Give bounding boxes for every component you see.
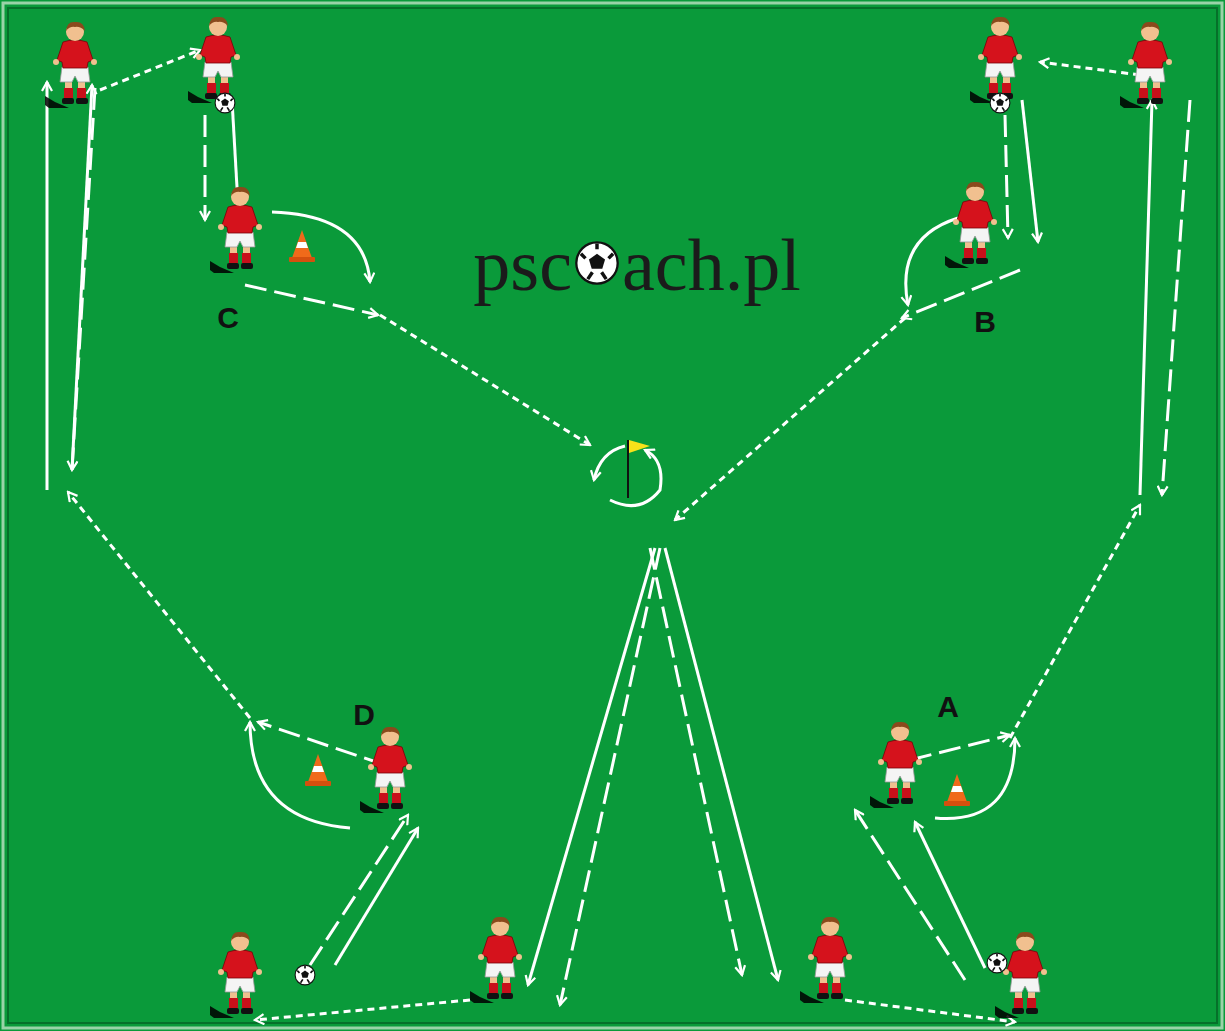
player-label: D [353,700,375,730]
watermark-text: ach.pl [622,228,801,302]
player-label: A [937,692,959,722]
watermark-text: psc [473,228,572,302]
player-label: C [217,303,239,333]
player-label: B [974,307,996,337]
